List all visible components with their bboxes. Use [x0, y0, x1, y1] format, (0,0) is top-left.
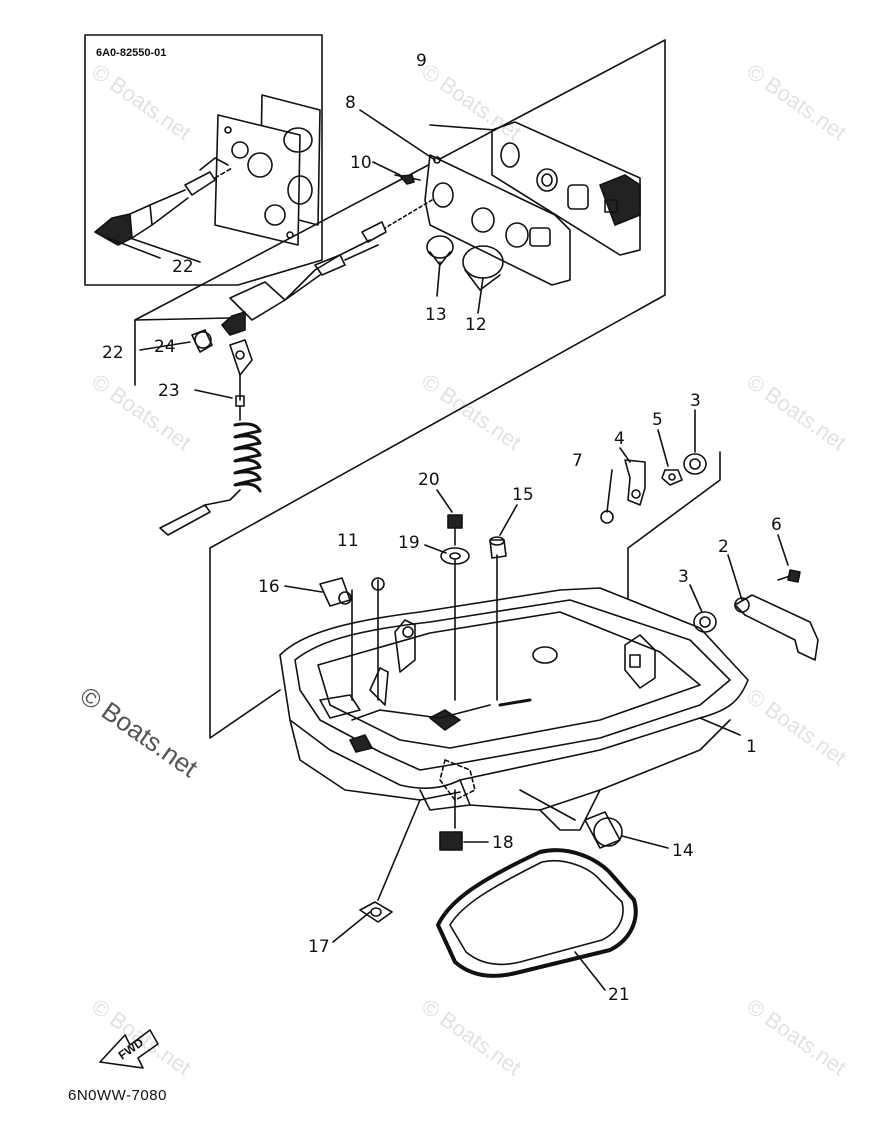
callout-11: 11: [337, 531, 359, 551]
callout-15: 15: [512, 485, 534, 505]
callout-22: 22: [102, 343, 124, 363]
part-grommet-16: [319, 577, 352, 607]
callout-10: 10: [350, 153, 372, 173]
fwd-arrow-icon: [99, 1029, 159, 1069]
watermark: © Boats.net: [87, 59, 196, 146]
section-frame: [134, 39, 721, 739]
callout-6: 6: [771, 515, 782, 535]
part-bolt-6: [777, 569, 801, 583]
callout-inset-22: 22: [172, 257, 194, 277]
callout-16: 16: [258, 577, 280, 597]
inset-part-code: 6A0-82550-01: [96, 47, 166, 59]
callout-5: 5: [652, 410, 663, 430]
part-plug-13: [426, 235, 454, 266]
part-screw-10: [394, 174, 421, 185]
part-bolt-20: [447, 514, 463, 546]
watermark-large: © Boats.net: [75, 680, 204, 783]
inset-box: [84, 34, 323, 286]
part-washer-19: [440, 547, 470, 565]
part-plate-9: [491, 121, 641, 256]
part-grommet-3a: [683, 453, 707, 475]
part-cap-24: [191, 329, 213, 353]
watermark: © Boats.net: [417, 994, 526, 1081]
callout-12: 12: [465, 315, 487, 335]
part-lever-4: [624, 459, 646, 506]
callout-14: 14: [672, 841, 694, 861]
callout-2: 2: [718, 537, 729, 557]
diagram-code: 6N0WW-7080: [68, 1087, 167, 1104]
part-switch-22: [221, 221, 387, 336]
part-grommet-18: [439, 831, 463, 851]
part-bracket-2: [734, 594, 819, 661]
callout-3b: 3: [678, 567, 689, 587]
part-nut-11: [371, 577, 385, 591]
callout-13: 13: [425, 305, 447, 325]
watermark: © Boats.net: [417, 59, 526, 146]
callout-24: 24: [154, 337, 176, 357]
part-nut-5: [661, 469, 683, 486]
part-cowling-1: [279, 587, 749, 831]
part-plug-14: [584, 811, 623, 849]
part-clip-17: [359, 901, 393, 923]
callout-19: 19: [398, 533, 420, 553]
callout-8: 8: [345, 93, 356, 113]
callout-17: 17: [308, 937, 330, 957]
callout-18: 18: [492, 833, 514, 853]
callout-23: 23: [158, 381, 180, 401]
callout-4: 4: [614, 429, 625, 449]
watermark: © Boats.net: [742, 59, 851, 146]
watermark: © Boats.net: [742, 684, 851, 771]
callout-20: 20: [418, 470, 440, 490]
callout-7: 7: [572, 451, 583, 471]
callout-21: 21: [608, 985, 630, 1005]
part-grommet-3b: [693, 611, 717, 633]
callout-3a: 3: [690, 391, 701, 411]
part-gasket-21: [436, 848, 638, 978]
callout-labels: 22 1 2 3 3 4 5 6 7 8 9 10 11 12 13 14 15…: [102, 51, 782, 1005]
part-lanyard-23: [159, 339, 262, 536]
watermark: © Boats.net: [742, 369, 851, 456]
callout-9: 9: [416, 51, 427, 71]
part-grommet-15: [489, 536, 507, 559]
callout-1: 1: [746, 737, 757, 757]
watermark: © Boats.net: [742, 994, 851, 1081]
